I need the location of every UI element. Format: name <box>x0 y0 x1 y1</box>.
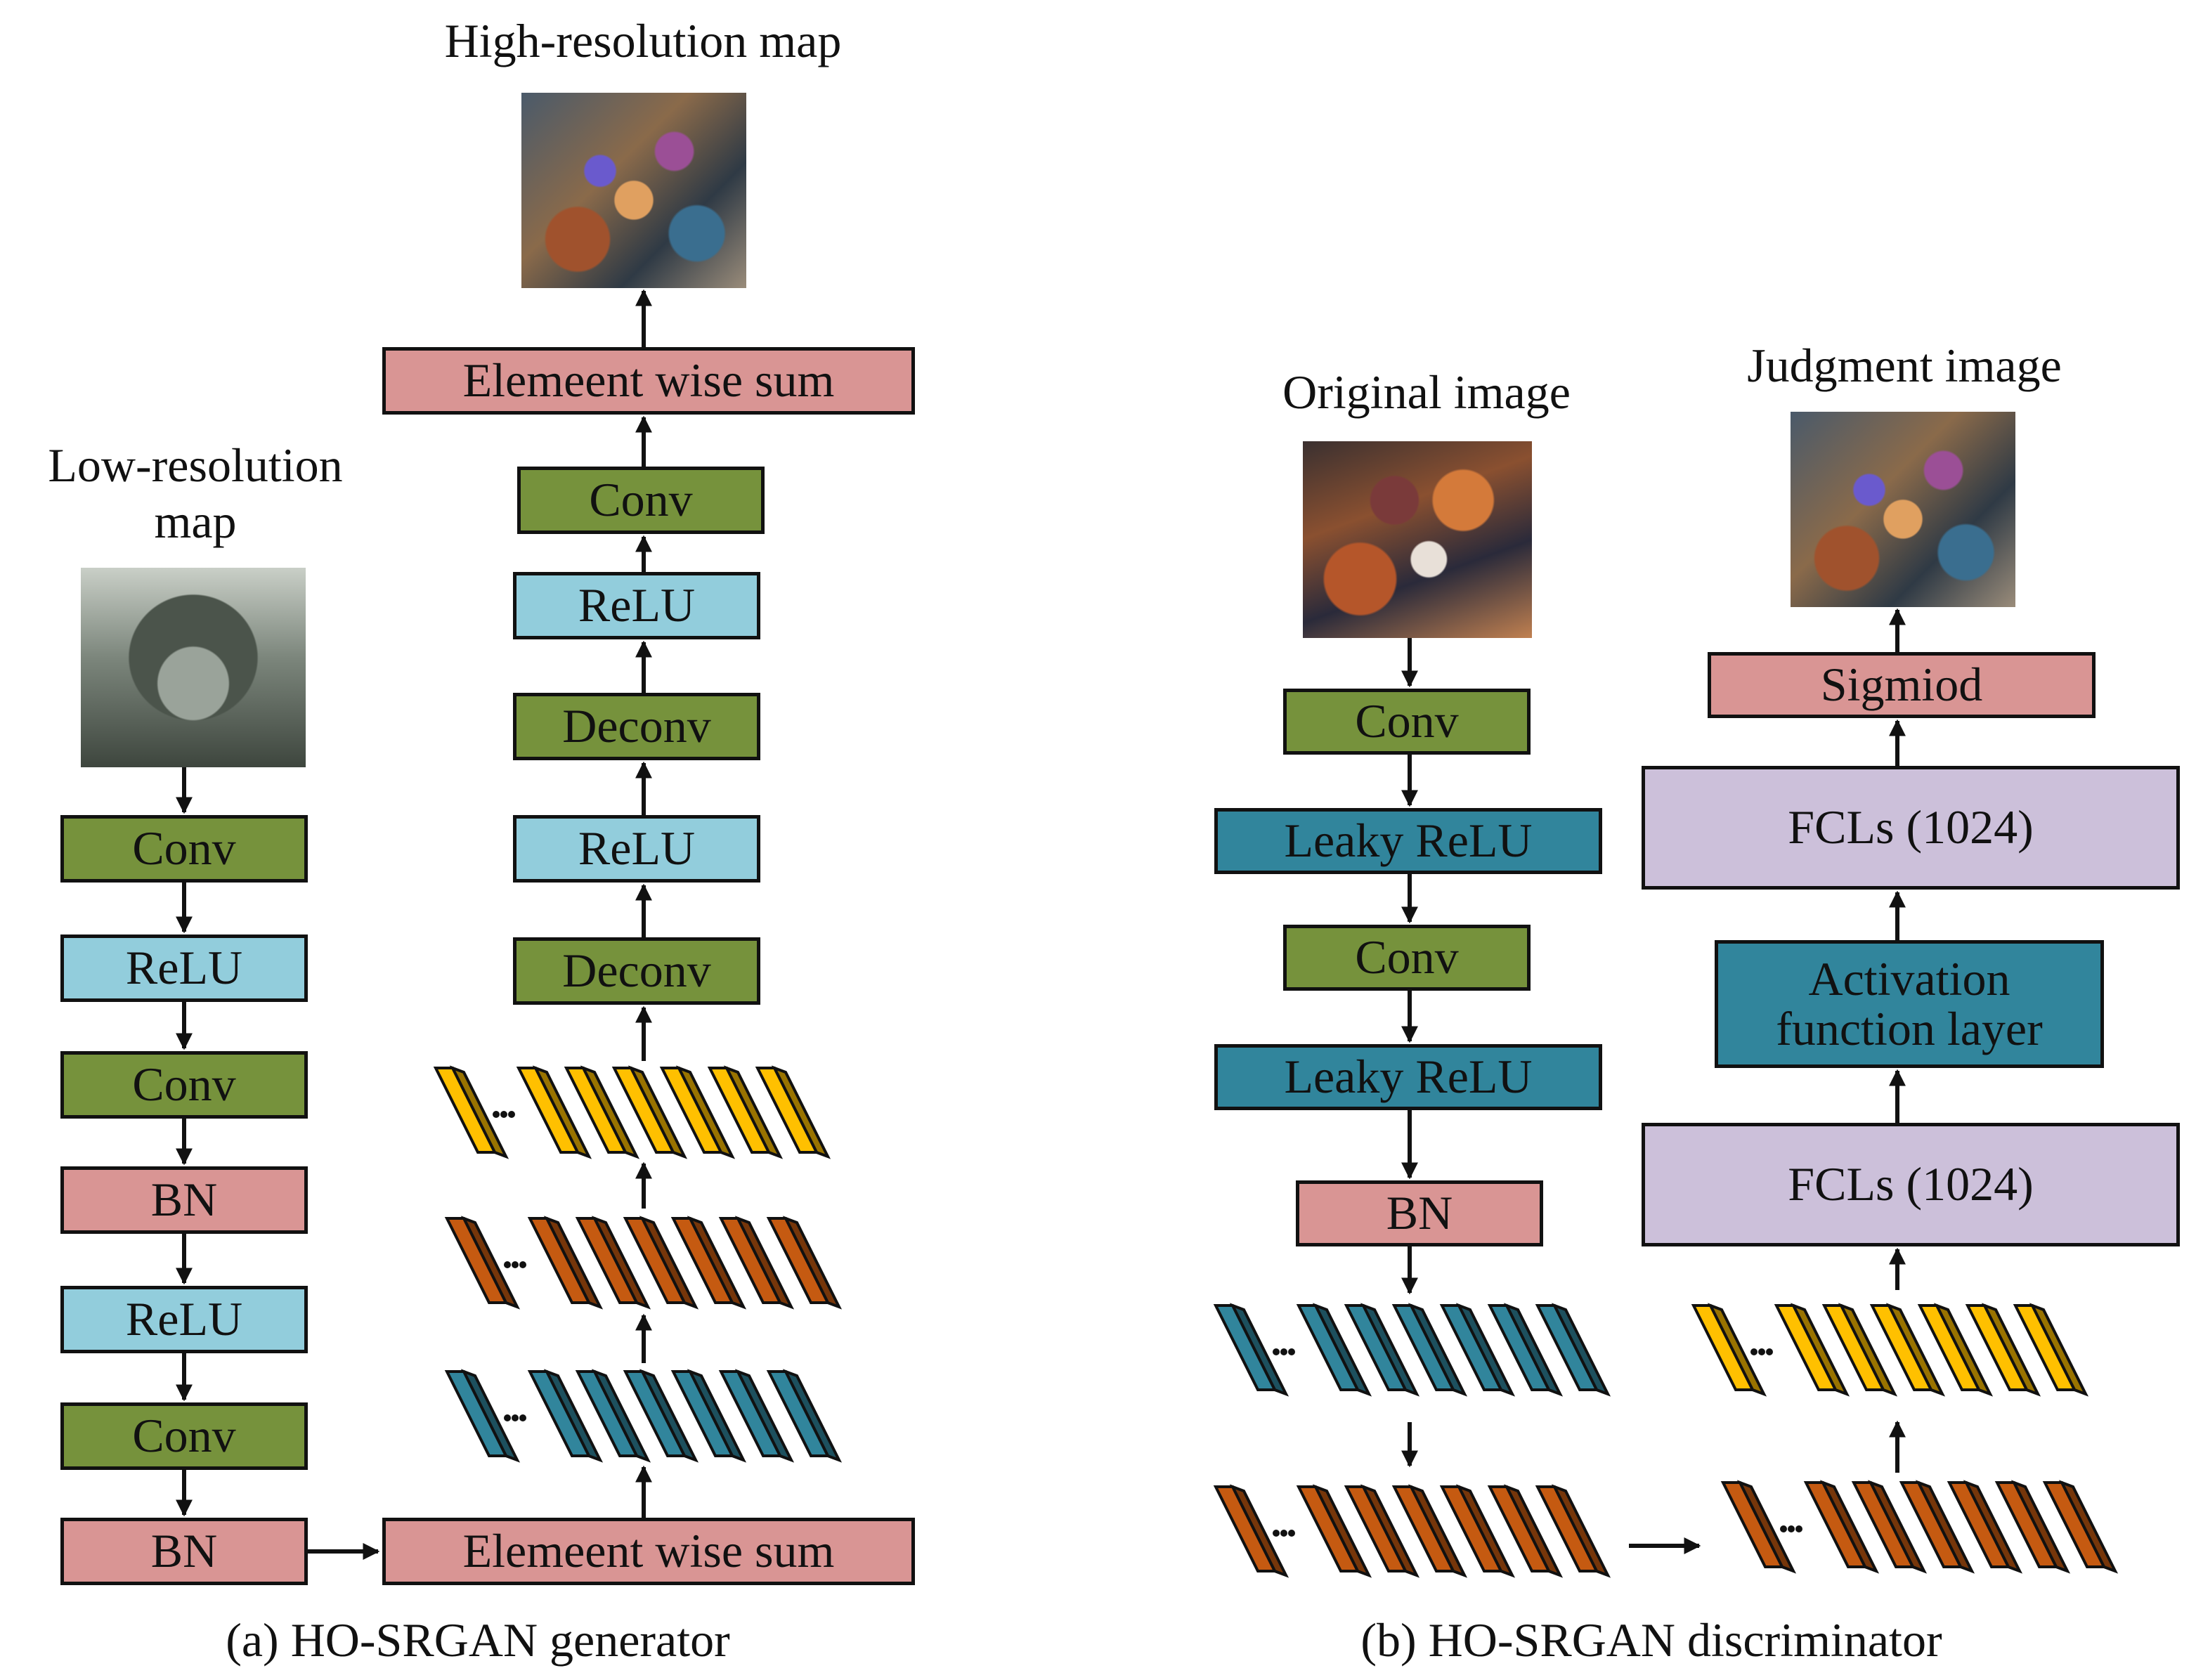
disc-orange-stack-plate-2 <box>1344 1484 1420 1578</box>
original-abstract-image <box>1303 441 1532 638</box>
disc-orange-stack-ellipsis <box>1273 1530 1295 1537</box>
gen-teal-stack-plate-0 <box>444 1369 521 1463</box>
low-resolution-lion-image <box>81 568 306 767</box>
disc-orange-stack-plate-3 <box>1391 1484 1468 1578</box>
gen-teal-stack-plate-5 <box>718 1369 795 1463</box>
disc-yellow-stack-plate-1 <box>1774 1303 1850 1397</box>
gen-orange-stack-plate-3 <box>623 1216 699 1310</box>
gen-yellow-stack-plate-1 <box>516 1065 592 1159</box>
gen-left-conv-2: Conv <box>60 1051 308 1119</box>
gen-yellow-stack-ellipsis <box>493 1111 515 1118</box>
disc-teal-stack-plate-1 <box>1296 1303 1372 1397</box>
gen-yellow-stack-plate-0 <box>433 1065 509 1159</box>
gen-teal-stack-plate-4 <box>670 1369 747 1463</box>
disc-orange-stack-plate-0 <box>1213 1484 1289 1578</box>
disc-fcl-lower: FCLs (1024) <box>1642 1123 2180 1246</box>
disc-conv-2: Conv <box>1283 925 1531 991</box>
gen-teal-stack-ellipsis <box>504 1414 526 1421</box>
gen-left-bn-2: BN <box>60 1518 308 1585</box>
judgment-lion-image <box>1791 412 2015 607</box>
disc-orange-stack-2-plate-2 <box>1851 1480 1928 1574</box>
disc-yellow-stack-plate-3 <box>1869 1303 1946 1397</box>
high-resolution-lion-image <box>521 93 746 288</box>
generator-caption: (a) HO-SRGAN generator <box>226 1613 730 1667</box>
activation-line-1: Activation <box>1808 951 2010 1005</box>
disc-teal-stack-plate-4 <box>1439 1303 1516 1397</box>
disc-sigmoid: Sigmiod <box>1708 652 2096 718</box>
generator-output-title: High-resolution map <box>444 14 842 67</box>
disc-orange-stack-2-plate-5 <box>1994 1480 2071 1574</box>
discriminator-input-title: Original image <box>1282 365 1571 419</box>
feature-map-stacks <box>433 1065 2119 1578</box>
gen-right-relu-1: ReLU <box>513 815 760 883</box>
gen-orange-stack-ellipsis <box>504 1261 526 1268</box>
disc-leaky-relu-2: Leaky ReLU <box>1214 1044 1602 1110</box>
gen-teal-stack-plate-6 <box>766 1369 843 1463</box>
disc-teal-stack-plate-5 <box>1487 1303 1564 1397</box>
gen-orange-stack-plate-4 <box>670 1216 747 1310</box>
gen-teal-stack-plate-2 <box>575 1369 651 1463</box>
gen-orange-stack-plate-2 <box>575 1216 651 1310</box>
generator-input-title: Low-resolution map <box>48 438 343 549</box>
gen-right-relu-2: ReLU <box>513 572 760 639</box>
disc-orange-stack-plate-5 <box>1487 1484 1564 1578</box>
disc-orange-stack-plate-1 <box>1296 1484 1372 1578</box>
gen-yellow-stack-plate-3 <box>611 1065 688 1159</box>
disc-yellow-stack-plate-6 <box>2013 1303 2089 1397</box>
disc-orange-stack-2-plate-3 <box>1899 1480 1975 1574</box>
disc-leaky-relu-1: Leaky ReLU <box>1214 808 1602 874</box>
gen-yellow-stack-plate-6 <box>755 1065 831 1159</box>
disc-activation-function-layer: Activation function layer <box>1715 940 2104 1068</box>
gen-bottom-elementwise-sum: Elemeent wise sum <box>382 1518 915 1585</box>
gen-orange-stack-plate-6 <box>766 1216 843 1310</box>
disc-orange-stack-2-plate-4 <box>1947 1480 2023 1574</box>
gen-left-relu-2: ReLU <box>60 1286 308 1353</box>
gen-top-elementwise-sum: Elemeent wise sum <box>382 347 915 415</box>
activation-line-2: function layer <box>1776 1002 2043 1055</box>
disc-conv-1: Conv <box>1283 689 1531 755</box>
gen-teal-stack-plate-1 <box>527 1369 604 1463</box>
disc-teal-stack-plate-2 <box>1344 1303 1420 1397</box>
disc-yellow-stack-ellipsis <box>1750 1348 1773 1355</box>
gen-teal-stack-plate-3 <box>623 1369 699 1463</box>
disc-orange-stack-2-plate-1 <box>1803 1480 1880 1574</box>
disc-yellow-stack-plate-5 <box>1965 1303 2041 1397</box>
gen-yellow-stack-plate-4 <box>659 1065 736 1159</box>
disc-orange-stack-2-plate-0 <box>1720 1480 1797 1574</box>
disc-fcl-upper: FCLs (1024) <box>1642 766 2180 890</box>
disc-teal-stack-plate-6 <box>1535 1303 1611 1397</box>
discriminator-caption: (b) HO-SRGAN discriminator <box>1360 1613 1942 1667</box>
discriminator-output-title: Judgment image <box>1747 339 2062 392</box>
gen-left-relu-1: ReLU <box>60 935 308 1002</box>
gen-orange-stack-plate-0 <box>444 1216 521 1310</box>
disc-yellow-stack-plate-2 <box>1821 1303 1898 1397</box>
disc-teal-stack-plate-3 <box>1391 1303 1468 1397</box>
disc-orange-stack-plate-4 <box>1439 1484 1516 1578</box>
disc-bn: BN <box>1296 1180 1543 1246</box>
gen-orange-stack-plate-1 <box>527 1216 604 1310</box>
gen-yellow-stack-plate-5 <box>707 1065 784 1159</box>
gen-left-conv-3: Conv <box>60 1402 308 1470</box>
gen-right-deconv-1: Deconv <box>513 937 760 1005</box>
gen-left-bn-1: BN <box>60 1166 308 1234</box>
disc-orange-stack-2-plate-6 <box>2042 1480 2119 1574</box>
gen-left-conv-1: Conv <box>60 815 308 883</box>
disc-yellow-stack-plate-4 <box>1917 1303 1994 1397</box>
disc-yellow-stack-plate-0 <box>1691 1303 1767 1397</box>
flow-arrows <box>176 289 1906 1560</box>
disc-orange-stack-2-ellipsis <box>1780 1525 1802 1532</box>
gen-right-conv: Conv <box>517 467 765 534</box>
gen-yellow-stack-plate-2 <box>564 1065 640 1159</box>
disc-orange-stack-plate-6 <box>1535 1484 1611 1578</box>
gen-right-deconv-2: Deconv <box>513 693 760 760</box>
disc-teal-stack-plate-0 <box>1213 1303 1289 1397</box>
gen-orange-stack-plate-5 <box>718 1216 795 1310</box>
disc-teal-stack-ellipsis <box>1273 1348 1295 1355</box>
